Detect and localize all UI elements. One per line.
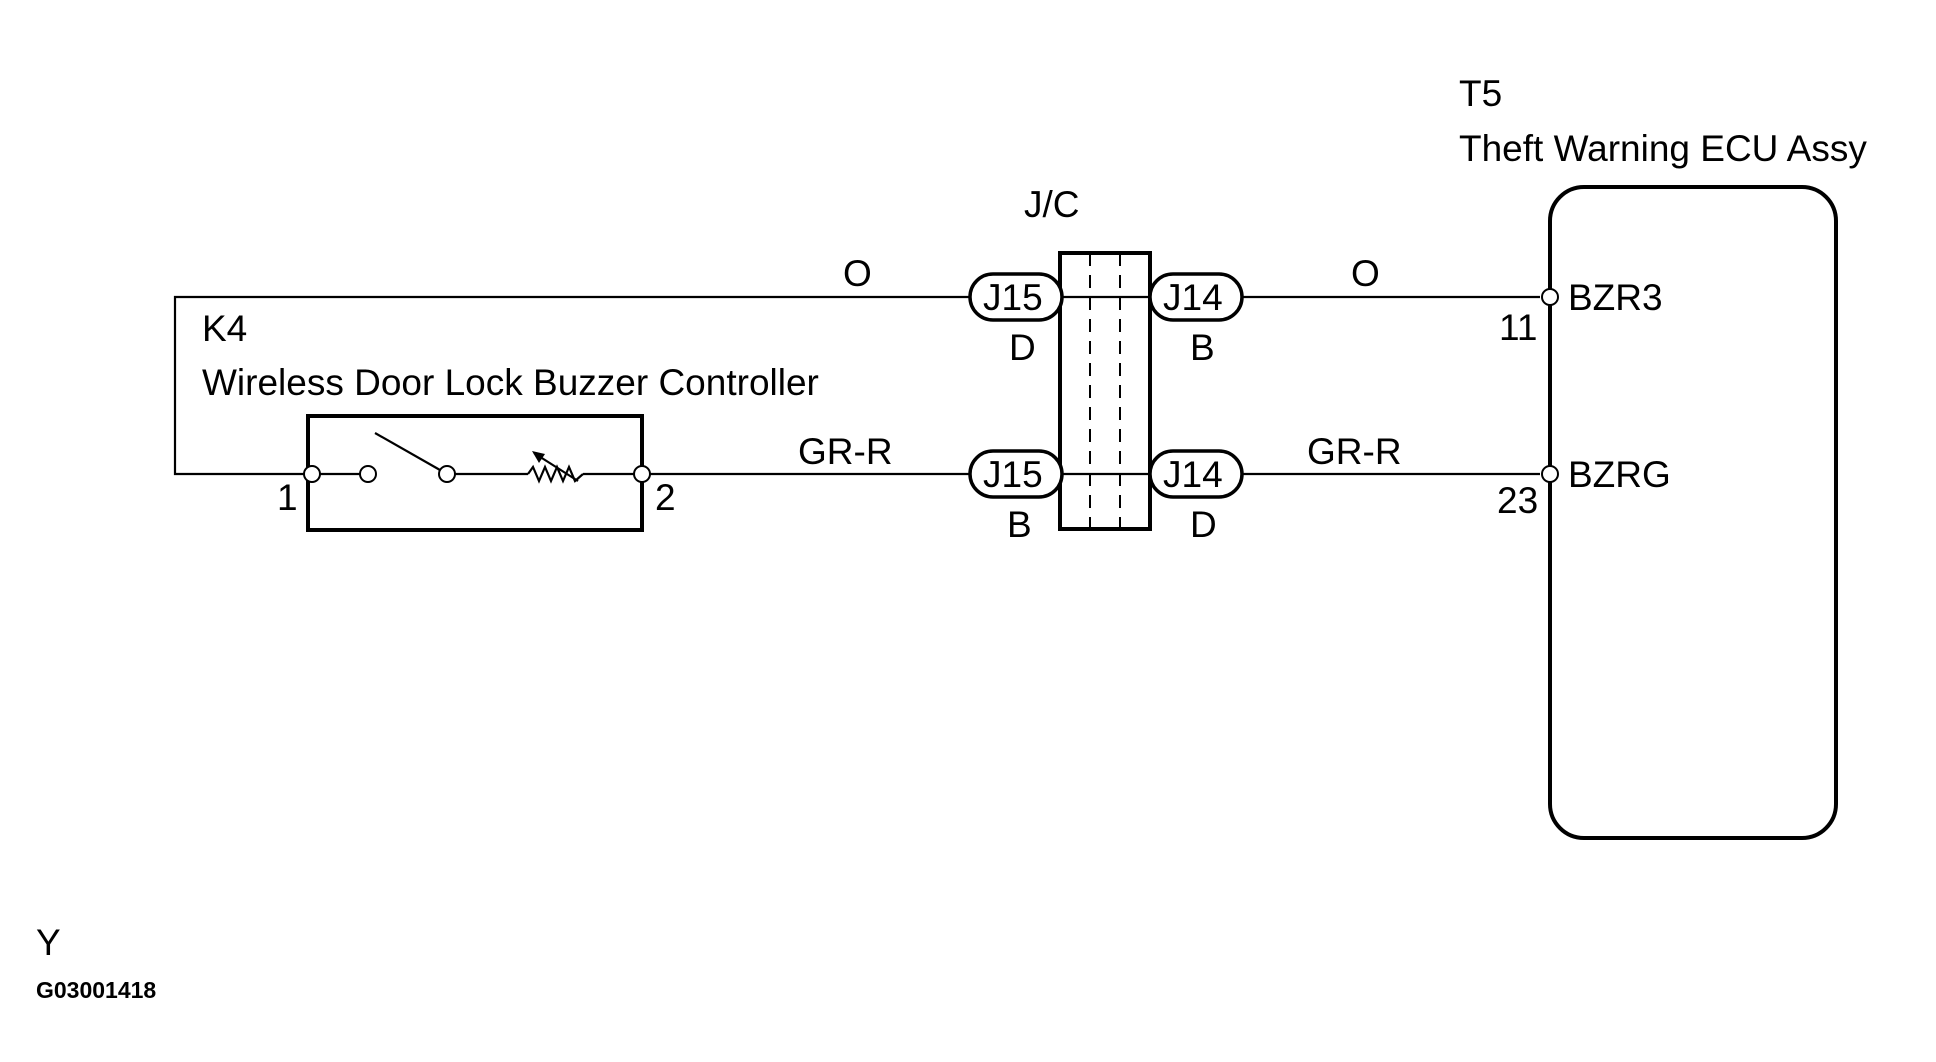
- wire-color-top-right: O: [1351, 253, 1380, 294]
- connector-j14-bottom-code: J14: [1163, 454, 1223, 495]
- t5-bzrg-pin: 23: [1497, 480, 1538, 521]
- k4-name: Wireless Door Lock Buzzer Controller: [202, 362, 819, 403]
- wire-color-bottom-left: GR-R: [798, 431, 893, 472]
- connector-j15-bottom-code: J15: [983, 454, 1043, 495]
- t5-bzr3-label: BZR3: [1568, 277, 1663, 318]
- k4-pin1-label: 1: [277, 477, 298, 518]
- wire-color-bottom-right: GR-R: [1307, 431, 1402, 472]
- wire-color-top-left: O: [843, 253, 872, 294]
- k4-switch-contact-2: [438, 465, 456, 483]
- connector-j15-top-code: J15: [983, 277, 1043, 318]
- connector-j14-top-code: J14: [1163, 277, 1223, 318]
- connector-j14-bottom-terminal: D: [1190, 504, 1217, 545]
- t5-bzrg-terminal: [1541, 465, 1559, 483]
- connector-j14-top-terminal: B: [1190, 327, 1215, 368]
- k4-resistor-zigzag: [527, 464, 584, 484]
- k4-resistor-arrow-head: [532, 451, 545, 463]
- figure-id: G03001418: [36, 977, 156, 1003]
- connector-j15-bottom: [968, 449, 1064, 499]
- wire-o-left: [173, 295, 975, 476]
- t5-bzrg-label: BZRG: [1568, 454, 1671, 495]
- t5-body: [1548, 185, 1838, 840]
- k4-pin1-terminal: [303, 465, 321, 483]
- t5-bzr3-terminal: [1541, 288, 1559, 306]
- jc-label: J/C: [1024, 184, 1080, 225]
- t5-name: Theft Warning ECU Assy: [1459, 128, 1867, 169]
- k4-switch-blade: [374, 432, 441, 471]
- t5-code: T5: [1459, 73, 1502, 114]
- t5-bzr3-pin: 11: [1499, 307, 1537, 348]
- footer-mark: Y: [36, 922, 61, 963]
- connector-j15-top: [968, 272, 1064, 322]
- k4-switch-contact-1: [359, 465, 377, 483]
- k4-pin2-label: 2: [655, 477, 676, 518]
- k4-pin2-terminal: [633, 465, 651, 483]
- k4-code: K4: [202, 308, 247, 349]
- connector-j15-top-terminal: D: [1009, 327, 1036, 368]
- connector-j14-bottom: [1148, 449, 1244, 499]
- jc-body: [1058, 251, 1152, 531]
- connector-j15-bottom-terminal: B: [1007, 504, 1032, 545]
- connector-j14-top: [1148, 272, 1244, 322]
